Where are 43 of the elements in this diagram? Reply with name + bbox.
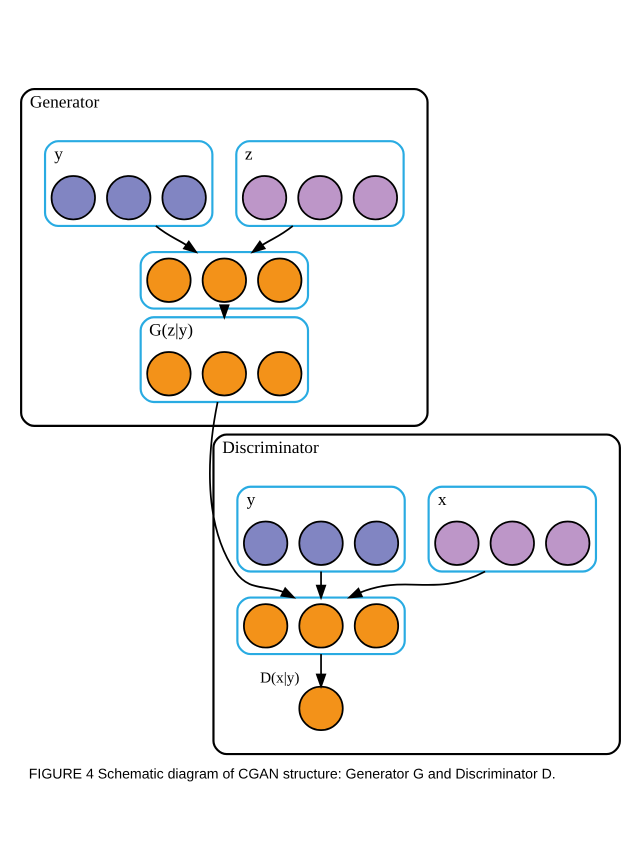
cluster — [140, 316, 310, 404]
cluster — [428, 486, 598, 573]
node-circle — [297, 175, 343, 220]
node-circle — [298, 686, 344, 732]
node-label: z — [244, 144, 253, 164]
node-circle — [257, 351, 302, 396]
node-circle — [106, 175, 152, 220]
node-circle — [243, 520, 288, 566]
cluster — [236, 596, 406, 656]
arrow — [316, 572, 326, 600]
node-circle — [162, 175, 207, 220]
cluster — [236, 486, 406, 573]
node-label: G(z|y) — [149, 320, 194, 340]
node-circle — [146, 351, 192, 396]
node-label: x — [438, 490, 447, 509]
node-circle — [50, 175, 96, 220]
node-label: y — [54, 144, 63, 164]
node-circle — [354, 603, 400, 648]
node-circle — [298, 603, 344, 648]
node-circle — [434, 520, 480, 566]
cluster — [44, 140, 214, 228]
node-circle — [242, 175, 288, 220]
arrow — [209, 402, 296, 599]
node-circle — [257, 258, 302, 303]
node-circle — [243, 603, 288, 648]
node-circle — [298, 520, 344, 566]
node-circle — [354, 520, 400, 566]
node-circle — [545, 520, 590, 566]
node-label: y — [246, 490, 256, 509]
arrow — [316, 654, 326, 690]
arrow — [155, 225, 198, 254]
node-circle — [202, 258, 247, 303]
node-circle — [202, 351, 247, 396]
arrow — [218, 304, 230, 320]
arrow — [250, 225, 294, 254]
node-circle — [352, 175, 398, 220]
node-circle — [146, 258, 192, 303]
cluster — [235, 140, 405, 228]
caption: FIGURE 4 Schematic diagram of CGAN structure: Generator G and Discriminator D. — [28, 765, 556, 782]
node-label: D(x|y) — [260, 670, 300, 687]
cluster — [140, 250, 310, 310]
arrow — [346, 570, 486, 599]
node-circle — [490, 520, 535, 566]
